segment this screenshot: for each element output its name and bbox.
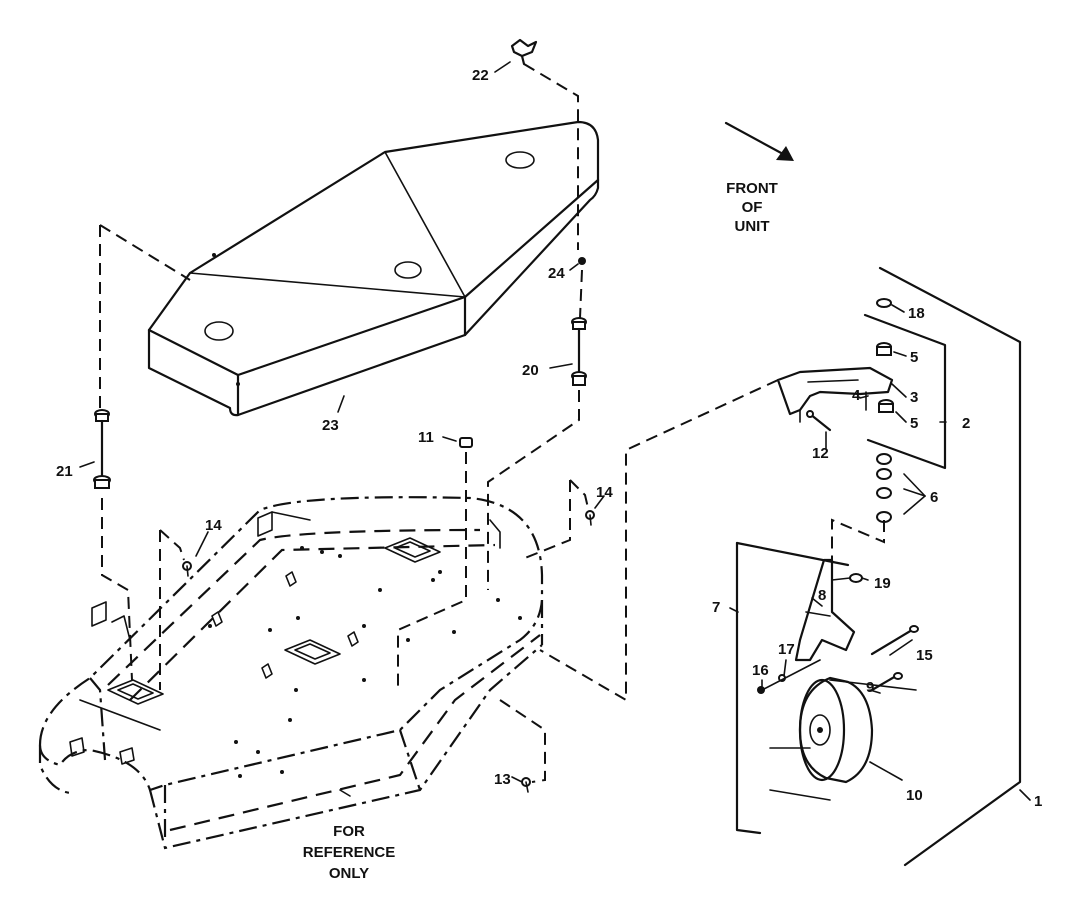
callout-4: 4 xyxy=(852,387,861,404)
reference-label-line3: ONLY xyxy=(329,865,369,882)
leader-lines xyxy=(79,61,1031,801)
seat-pan xyxy=(147,120,600,417)
callout-24: 24 xyxy=(548,265,565,282)
deck-rivets xyxy=(208,546,522,778)
callout-7: 7 xyxy=(712,599,720,616)
callout-13: 13 xyxy=(494,771,511,788)
reference-label-line1: FOR xyxy=(333,823,365,840)
knob-hardware xyxy=(510,38,586,319)
callout-5b: 5 xyxy=(910,415,918,432)
callout-21: 21 xyxy=(56,463,73,480)
callout-14a: 14 xyxy=(205,517,222,534)
spindle-plate xyxy=(107,537,441,705)
callout-19: 19 xyxy=(874,575,891,592)
mower-deck-reference xyxy=(38,496,544,850)
front-label-line1: FRONT xyxy=(726,180,778,197)
callout-6: 6 xyxy=(930,489,938,506)
pins-and-clips xyxy=(159,437,595,793)
callout-12: 12 xyxy=(812,445,829,462)
bolt-20 xyxy=(487,317,587,590)
reference-label-line2: REFERENCE xyxy=(303,844,396,861)
callout-18: 18 xyxy=(908,305,925,322)
callout-numbers: 22 24 20 21 23 11 14 14 13 18 5 3 4 5 2 … xyxy=(56,67,1042,810)
callout-8: 8 xyxy=(818,587,826,604)
callout-20: 20 xyxy=(522,362,539,379)
for-reference-only-label: FOR REFERENCE ONLY xyxy=(303,823,396,882)
front-label-line2: OF xyxy=(742,199,763,216)
callout-11: 11 xyxy=(418,429,434,446)
front-direction-arrow xyxy=(724,121,794,161)
caster-assembly xyxy=(539,266,1022,867)
front-of-unit-label: FRONT OF UNIT xyxy=(726,180,778,235)
callout-15: 15 xyxy=(916,647,933,664)
callout-14b: 14 xyxy=(596,484,613,501)
callout-1: 1 xyxy=(1034,793,1042,810)
callout-16: 16 xyxy=(752,662,769,679)
callout-17: 17 xyxy=(778,641,795,658)
callout-3: 3 xyxy=(910,389,918,406)
front-label-line3: UNIT xyxy=(735,218,770,235)
callout-10: 10 xyxy=(906,787,923,804)
callout-9: 9 xyxy=(866,679,874,696)
callout-2: 2 xyxy=(962,415,970,432)
callout-22: 22 xyxy=(472,67,489,84)
callout-5a: 5 xyxy=(910,349,918,366)
callout-23: 23 xyxy=(322,417,339,434)
bolt-21 xyxy=(93,224,191,681)
